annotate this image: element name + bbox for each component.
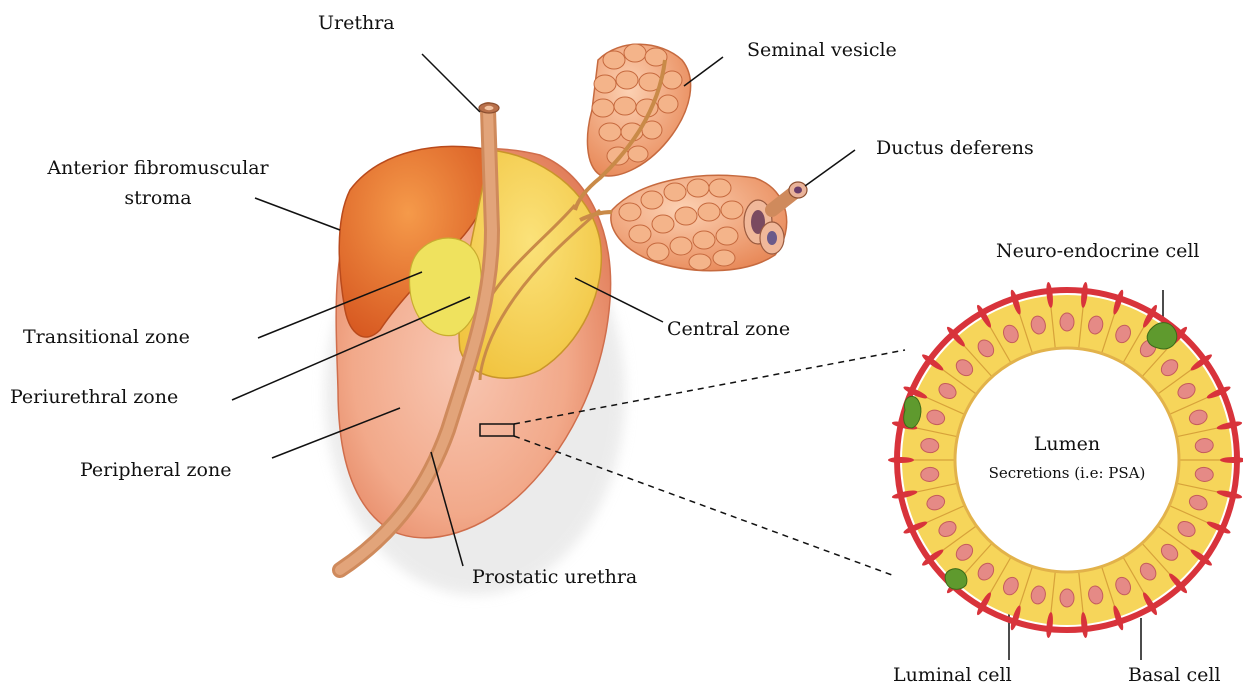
label-neuro-endocrine-cell: Neuro-endocrine cell	[996, 240, 1200, 262]
label-anterior-fibromuscular-line2: stroma	[28, 187, 288, 209]
label-basal-cell: Basal cell	[1128, 664, 1221, 686]
luminal-cell-nucleus	[1060, 313, 1074, 331]
label-lumen: Lumen	[1007, 433, 1127, 455]
label-periurethral-zone: Periurethral zone	[10, 386, 178, 408]
basal-cell	[888, 457, 914, 463]
neuro-endocrine-cell-bottom	[945, 569, 967, 590]
label-luminal-cell: Luminal cell	[893, 664, 1012, 686]
label-ductus-deferens: Ductus deferens	[876, 137, 1034, 159]
label-anterior-fibromuscular-line1: Anterior fibromuscular	[28, 157, 288, 179]
luminal-cell-nucleus	[1060, 589, 1074, 607]
lumen-area	[955, 348, 1179, 572]
label-transitional-zone: Transitional zone	[23, 326, 190, 348]
label-secretions: Secretions (i.e: PSA)	[982, 462, 1152, 484]
label-urethra: Urethra	[318, 12, 395, 34]
label-central-zone: Central zone	[667, 318, 790, 340]
gland-cross-section	[888, 282, 1243, 639]
label-seminal-vesicle: Seminal vesicle	[747, 39, 897, 61]
label-peripheral-zone: Peripheral zone	[80, 459, 231, 481]
prostate-illustration	[325, 103, 625, 595]
label-prostatic-urethra: Prostatic urethra	[472, 566, 637, 588]
ductus-deferens-illustration	[580, 175, 807, 270]
